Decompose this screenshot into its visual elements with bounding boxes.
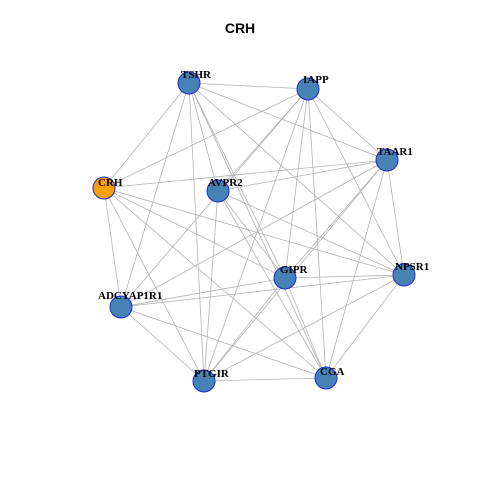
edge-npsr1-ptgir: [203, 274, 405, 382]
edge-iapp-avpr2: [217, 88, 309, 192]
node-avpr2[interactable]: [206, 179, 230, 203]
edge-avpr2-npsr1: [217, 190, 405, 276]
edge-adcyap1r1-cga: [120, 306, 327, 379]
edge-npsr1-gipr: [284, 274, 405, 279]
edge-taar1-gipr: [284, 159, 388, 279]
node-label-avpr2: AVPR2: [208, 177, 243, 189]
node-iapp[interactable]: [296, 77, 320, 101]
edge-crh-taar1: [103, 159, 388, 189]
edge-tshr-npsr1: [188, 82, 405, 276]
edge-taar1-adcyap1r1: [120, 159, 388, 308]
edge-crh-iapp: [103, 88, 309, 189]
edge-crh-adcyap1r1: [103, 187, 122, 308]
node-label-taar1: TAAR1: [377, 146, 413, 158]
node-layer: [92, 71, 416, 393]
edge-taar1-npsr1: [386, 159, 405, 276]
node-cga[interactable]: [314, 366, 338, 390]
node-label-cga: CGA: [320, 366, 345, 378]
node-npsr1[interactable]: [392, 263, 416, 287]
node-taar1[interactable]: [375, 148, 399, 172]
edge-tshr-iapp: [188, 82, 309, 90]
node-label-tshr: TSHR: [181, 69, 212, 81]
edge-crh-tshr: [103, 82, 190, 189]
edge-tshr-gipr: [188, 82, 286, 279]
node-gipr[interactable]: [273, 266, 297, 290]
edge-avpr2-gipr: [217, 190, 286, 279]
edge-gipr-ptgir: [203, 277, 286, 382]
node-crh[interactable]: [92, 176, 116, 200]
edge-taar1-avpr2: [217, 159, 388, 192]
edge-iapp-taar1: [307, 88, 388, 161]
edge-tshr-ptgir: [188, 82, 205, 382]
node-label-gipr: GIPR: [280, 264, 309, 276]
edge-tshr-adcyap1r1: [120, 82, 190, 308]
edge-iapp-ptgir: [203, 88, 309, 382]
edge-avpr2-cga: [217, 190, 327, 379]
edge-crh-gipr: [103, 187, 286, 279]
edge-taar1-cga: [325, 159, 388, 379]
edge-iapp-npsr1: [307, 88, 405, 276]
edge-tshr-avpr2: [188, 82, 219, 192]
edge-tshr-taar1: [188, 82, 388, 161]
edge-npsr1-adcyap1r1: [120, 274, 405, 308]
edge-taar1-ptgir: [203, 159, 388, 382]
node-adcyap1r1[interactable]: [109, 295, 133, 319]
edge-crh-cga: [103, 187, 327, 379]
edge-crh-npsr1: [103, 187, 405, 276]
edge-layer: [103, 82, 405, 382]
node-label-npsr1: NPSR1: [395, 261, 429, 273]
edge-gipr-adcyap1r1: [120, 277, 286, 308]
edge-iapp-gipr: [284, 88, 309, 279]
node-label-ptgir: PTGIR: [194, 368, 230, 380]
node-label-adcyap1r1: ADCYAP1R1: [98, 290, 162, 302]
edge-crh-ptgir: [103, 187, 205, 382]
edge-gipr-cga: [284, 277, 327, 379]
node-label-iapp: IAPP: [303, 74, 329, 86]
node-label-crh: CRH: [98, 177, 123, 189]
edge-iapp-cga: [307, 88, 327, 379]
plot-title: CRH: [224, 20, 256, 36]
node-tshr[interactable]: [177, 71, 201, 95]
node-ptgir[interactable]: [192, 369, 216, 393]
edge-adcyap1r1-ptgir: [120, 306, 205, 382]
edge-ptgir-cga: [203, 377, 327, 382]
edge-npsr1-cga: [325, 274, 405, 379]
edge-avpr2-ptgir: [203, 190, 219, 382]
